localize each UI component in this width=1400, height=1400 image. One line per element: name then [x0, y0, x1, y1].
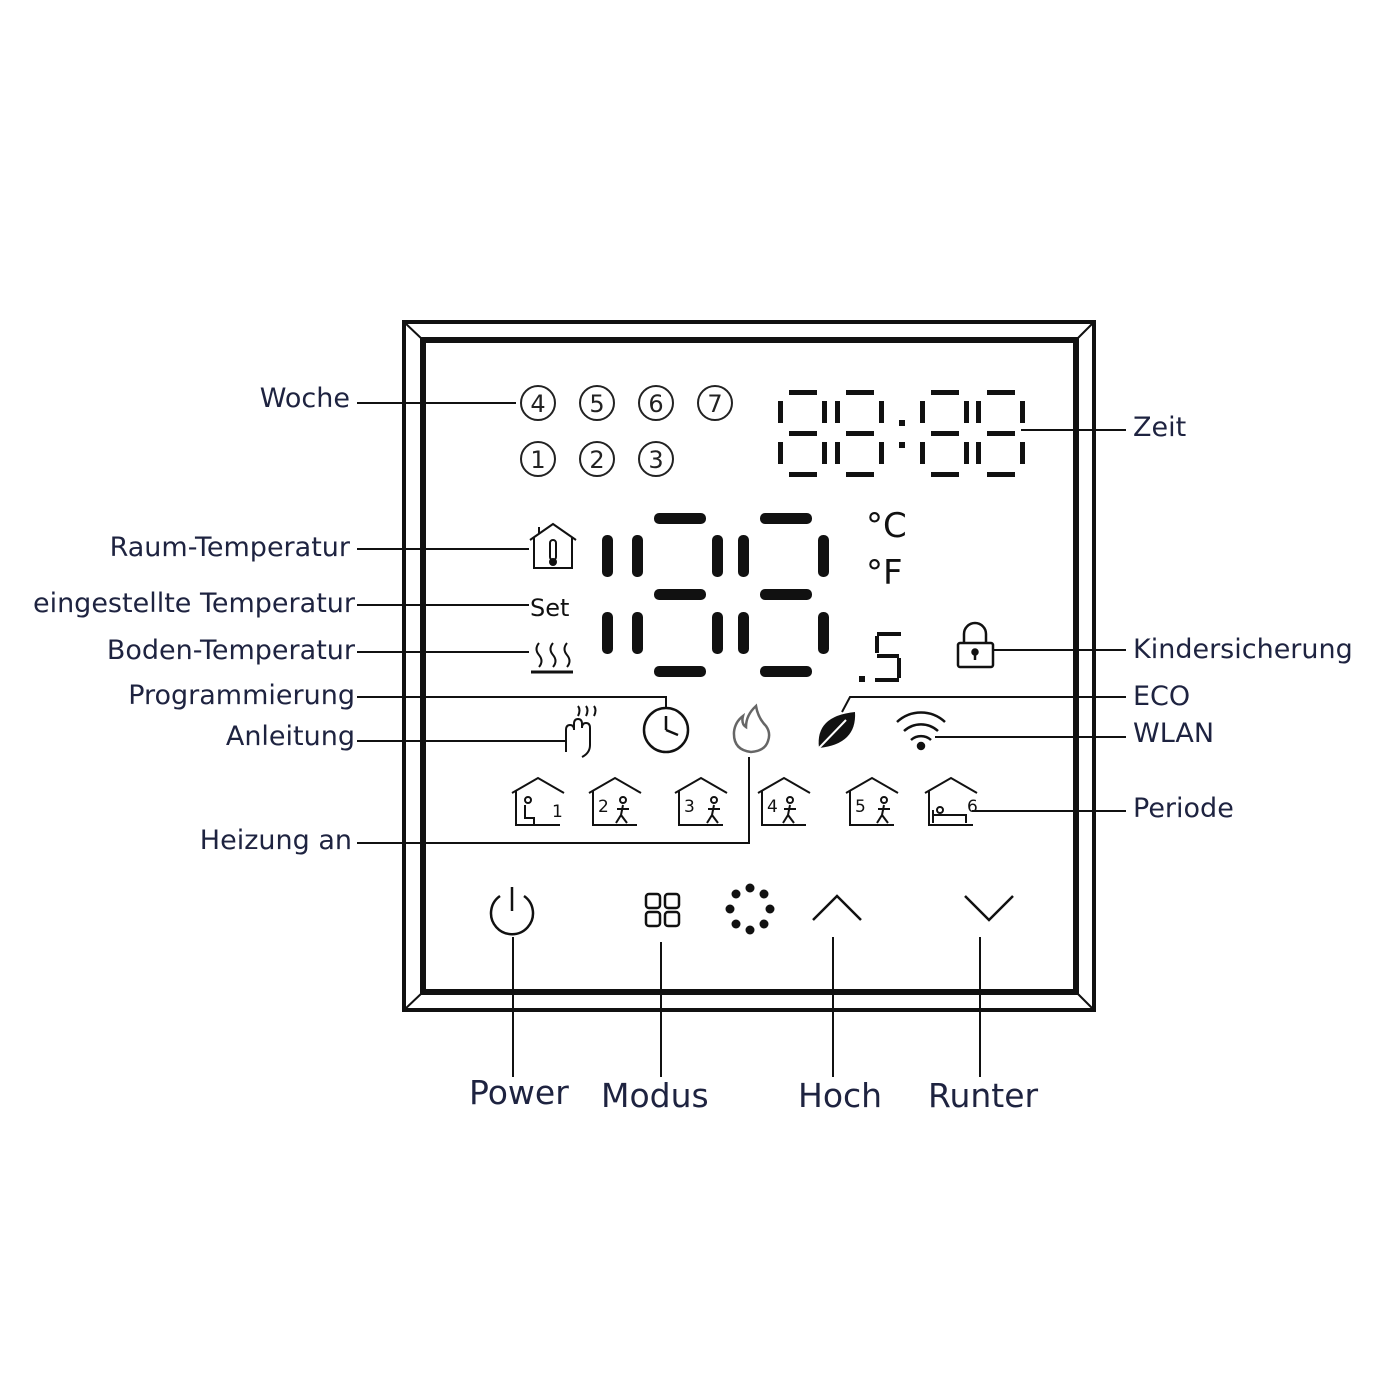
weekday-2: 2 [589, 446, 604, 474]
time-digit-1 [778, 390, 827, 477]
clock-icon [642, 706, 690, 754]
weekday-4-circle [520, 385, 556, 421]
period-5-icon [845, 776, 899, 826]
label-eco: ECO [1133, 681, 1191, 712]
dots-icon[interactable] [725, 883, 775, 935]
label-set-temp: eingestellte Temperatur [32, 588, 355, 619]
period-6-number: 6 [967, 797, 978, 817]
period-4-icon [757, 776, 811, 826]
floor-heating-icon [531, 642, 573, 674]
temp-decimal [859, 632, 901, 682]
temperature-display [602, 513, 901, 682]
chevron-up-icon[interactable] [812, 894, 862, 921]
weekday-4: 4 [530, 390, 545, 418]
weekday-5: 5 [589, 390, 604, 418]
unit-fahrenheit: °F [866, 553, 903, 593]
leader-lines [357, 402, 1126, 1077]
label-down: Runter [928, 1076, 1039, 1115]
weekday-1-circle [520, 441, 556, 477]
chevron-down-icon[interactable] [964, 895, 1014, 922]
period-3-icon [674, 776, 728, 826]
label-up: Hoch [798, 1076, 883, 1115]
period-2-icon [588, 776, 642, 826]
label-mode: Modus [601, 1076, 709, 1115]
weekday-3: 3 [648, 446, 663, 474]
temp-leading-one [602, 535, 613, 654]
label-floor-temp: Boden-Temperatur [106, 635, 355, 666]
period-4-number: 4 [767, 797, 778, 817]
label-programming: Programmierung [128, 680, 355, 711]
label-time: Zeit [1133, 412, 1187, 443]
device-frame [402, 320, 1096, 1012]
weekday-6-circle [638, 385, 674, 421]
period-6-icon [924, 776, 978, 826]
lock-icon [956, 621, 995, 669]
leader-heating [357, 757, 750, 844]
period-icons [511, 776, 978, 826]
room-temperature-icon [529, 522, 577, 569]
time-digit-4 [976, 390, 1025, 477]
leaf-icon [818, 712, 856, 749]
label-manual: Anleitung [225, 721, 355, 752]
label-period: Periode [1133, 793, 1234, 824]
period-2-number: 2 [598, 797, 609, 817]
period-1-icon [511, 776, 565, 826]
unit-celsius: °C [866, 506, 907, 546]
period-5-number: 5 [855, 797, 866, 817]
weekday-5-circle [579, 385, 615, 421]
weekday-7: 7 [707, 390, 722, 418]
label-power: Power [469, 1073, 569, 1112]
wifi-icon [896, 711, 946, 751]
leader-programming [357, 696, 667, 707]
temp-digit-1 [632, 513, 723, 677]
period-1-number: 1 [552, 802, 563, 822]
manual-hand-icon [565, 705, 597, 758]
leader-eco [841, 696, 1126, 713]
label-child-lock: Kindersicherung [1133, 634, 1353, 665]
weekday-1: 1 [530, 446, 545, 474]
time-colon [899, 420, 905, 448]
weekday-indicators [520, 385, 733, 477]
weekday-7-circle [697, 385, 733, 421]
label-wifi: WLAN [1133, 718, 1215, 749]
period-3-number: 3 [684, 797, 695, 817]
power-icon[interactable] [489, 887, 535, 936]
mode-icon[interactable] [644, 892, 681, 928]
time-digit-2 [835, 390, 884, 477]
label-week: Woche [259, 383, 350, 414]
weekday-3-circle [638, 441, 674, 477]
time-digit-3 [920, 390, 969, 477]
label-heating-on: Heizung an [199, 825, 352, 856]
weekday-2-circle [579, 441, 615, 477]
weekday-6: 6 [648, 390, 663, 418]
temp-digit-2 [738, 513, 829, 677]
set-text: Set [530, 594, 569, 622]
time-display [778, 390, 1025, 477]
label-room-temp: Raum-Temperatur [109, 532, 350, 563]
flame-icon [732, 703, 771, 754]
